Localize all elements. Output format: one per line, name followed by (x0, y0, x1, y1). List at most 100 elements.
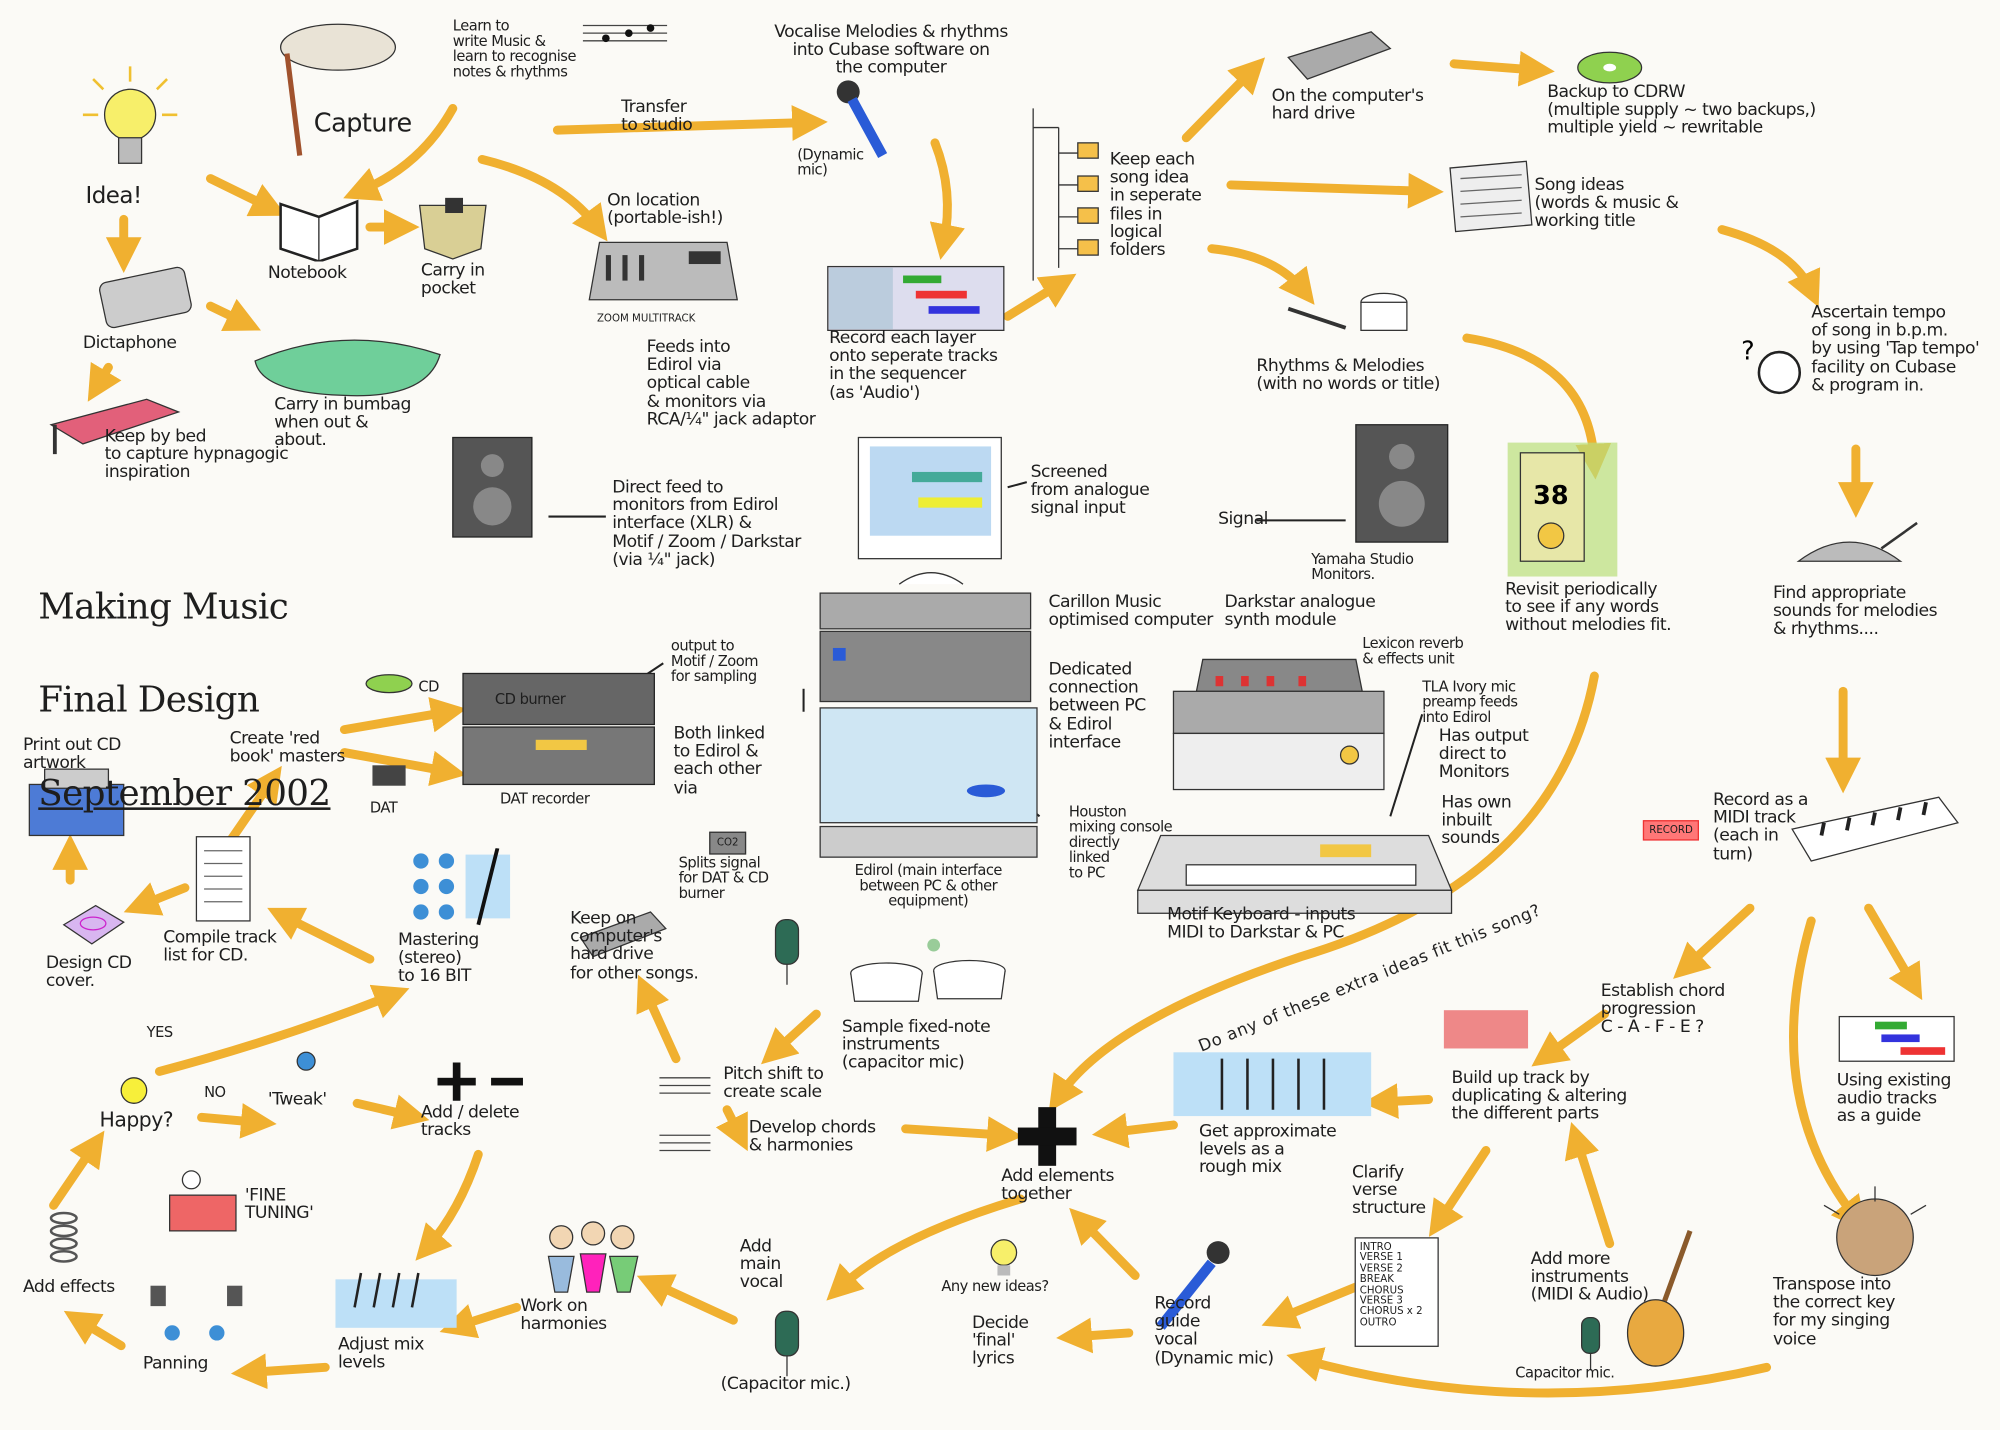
arrow (267, 907, 375, 964)
label-has-output: Has output direct to Monitors (1438, 725, 1529, 783)
label-keep-hard-drive: Keep on computer's hard drive for other … (570, 908, 699, 983)
arrow (929, 138, 965, 260)
song-ideas-sheet-icon (1449, 160, 1533, 233)
label-develop-chords: Develop chords & harmonies (748, 1117, 876, 1156)
cd-case-icon (62, 904, 125, 945)
stopwatch-icon: ? (1741, 337, 1802, 395)
label-dynamic-mic: (Dynamic mic) (797, 145, 864, 179)
label-revisit: Revisit periodically to see if any words… (1505, 579, 1672, 636)
label-pocket: Carry in pocket (420, 260, 485, 299)
label-build-track: Build up track by duplicating & altering… (1451, 1067, 1628, 1125)
dictaphone-icon (99, 266, 192, 329)
arrow (1717, 225, 1821, 308)
arrow (1864, 903, 1923, 1001)
sign-number: 38 (1533, 481, 1569, 511)
label-yamaha: Yamaha Studio Monitors. (1311, 549, 1414, 583)
label-record-midi: Record as a MIDI track (each in turn) (1713, 789, 1808, 865)
label-houston: Houston mixing console directly linked t… (1068, 802, 1173, 882)
arrow (636, 974, 681, 1064)
tracklist-paper-icon (195, 836, 251, 922)
label-sample: Sample fixed-note instruments (capacitor… (841, 1016, 991, 1074)
label-ascertain-tempo: Ascertain tempo of song in b.p.m. by usi… (1811, 302, 1980, 396)
label-add-delete: Add / delete tracks (420, 1102, 520, 1141)
arrow (1564, 1122, 1615, 1249)
plus-icon (1017, 1107, 1077, 1166)
label-splits: Splits signal for DAT & CD burner (678, 853, 769, 902)
mix-faders-icon (335, 1272, 457, 1328)
butterfly-net-icon (279, 23, 397, 156)
arrow (205, 298, 261, 332)
label-cd: CD (418, 677, 439, 696)
label-new-ideas: Any new ideas? (941, 1276, 1049, 1295)
label-chord-progression: Establish chord progression C - A - F - … (1600, 980, 1725, 1038)
label-output-sampling: output to Motif / Zoom for sampling (670, 636, 759, 686)
pc-monitor-icon (857, 436, 1002, 585)
plus-minus-icon (437, 1062, 523, 1101)
label-mastering: Mastering (stereo) to 16 BIT (397, 929, 479, 987)
label-zoom-multitrack: ZOOM MULTITRACK (596, 312, 696, 324)
label-design-cd: Design CD cover. (45, 952, 132, 992)
zoom-multitrack-icon (588, 241, 739, 301)
label-dat-recorder: DAT recorder (499, 789, 590, 808)
metronome-sign-icon: 38 (1507, 442, 1618, 577)
svg-text:?: ? (1741, 337, 1755, 367)
label-compile: Compile track list for CD. (163, 927, 277, 966)
label-harmonies: Work on harmonies (520, 1295, 607, 1335)
label-no: NO (204, 1082, 226, 1101)
label-more-instruments: Add more instruments (MIDI & Audio) (1530, 1248, 1649, 1306)
label-backup: Backup to CDRW (multiple supply ~ two ba… (1547, 81, 1816, 139)
label-fine-tuning: 'FINE TUNING' (244, 1184, 314, 1224)
label-dat: DAT (369, 798, 398, 817)
label-carillon: Carillon Music optimised computer (1048, 591, 1213, 631)
label-rough-mix: Get approximate levels as a rough mix (1198, 1121, 1337, 1178)
bumbag-icon (254, 339, 441, 397)
piano-keys-icon (1791, 796, 1959, 862)
motif-keyboard-icon (1136, 834, 1453, 914)
diagram-title: Making Music Final Design September 2002 (38, 538, 331, 863)
arrow (1362, 1083, 1434, 1119)
label-tla: TLA Ivory mic preamp feeds into Edirol (1422, 677, 1518, 726)
speaker-left-icon (452, 436, 533, 538)
title-line: Final Design (38, 678, 260, 721)
cd-burner-dat-recorder-icon (462, 672, 655, 786)
label-keep-files: Keep each song idea in seperate files in… (1109, 149, 1202, 261)
idea-bulb-icon (990, 1239, 1018, 1276)
label-print-cd: Print out CD artwork (22, 734, 121, 774)
label-pitch-shift: Pitch shift to create scale (723, 1063, 824, 1103)
label-panning: Panning (142, 1353, 209, 1374)
music-staff-icon (659, 1077, 711, 1152)
co2-splitter-box: CO2 (709, 831, 747, 856)
smiley-icon (120, 1077, 148, 1104)
capacitor-mic-icon (1580, 1316, 1601, 1370)
label-lexicon: Lexicon reverb & effects unit (1362, 633, 1464, 668)
label-both-linked: Both linked to Edirol & each other via (673, 723, 765, 798)
arrow (352, 1094, 430, 1130)
drum-icon (1287, 292, 1408, 331)
spring-effect-icon (49, 1211, 78, 1263)
yamaha-monitor-speaker-icon (1355, 424, 1449, 543)
arrow (197, 1103, 277, 1139)
lyric-sheet: INTRO VERSE 1 VERSE 2 BREAK CHORUS VERSE… (1354, 1237, 1439, 1347)
arrow (1056, 1317, 1134, 1354)
label-motif: Motif Keyboard - inputs MIDI to Darkstar… (1167, 904, 1356, 943)
audio-tracks-icon (1838, 1015, 1955, 1062)
capacitor-mic-icon (774, 1310, 800, 1377)
label-bed: Keep by bed to capture hypnagogic inspir… (104, 426, 289, 483)
arrow (1226, 172, 1444, 209)
label-capacitor-mic: (Capacitor mic.) (720, 1373, 851, 1395)
choir-singers-icon (547, 1221, 639, 1293)
cdrw-disc-icon (1577, 51, 1643, 84)
label-clarify: Clarify verse structure (1352, 1161, 1426, 1219)
label-cd-burner: CD burner (494, 690, 566, 708)
arrow (439, 1302, 522, 1339)
guitar-icon (1626, 1229, 1693, 1367)
arrow (636, 1274, 738, 1325)
arrow (154, 984, 410, 1076)
label-bumbag: Carry in bumbag when out & about. (274, 394, 411, 451)
label-signal: Signal (1218, 508, 1268, 530)
studio-rack-icon (819, 592, 1038, 858)
label-red-book: Create 'red book' masters (229, 728, 346, 767)
notebook-icon (279, 199, 359, 262)
label-capture: Capture (313, 107, 412, 138)
